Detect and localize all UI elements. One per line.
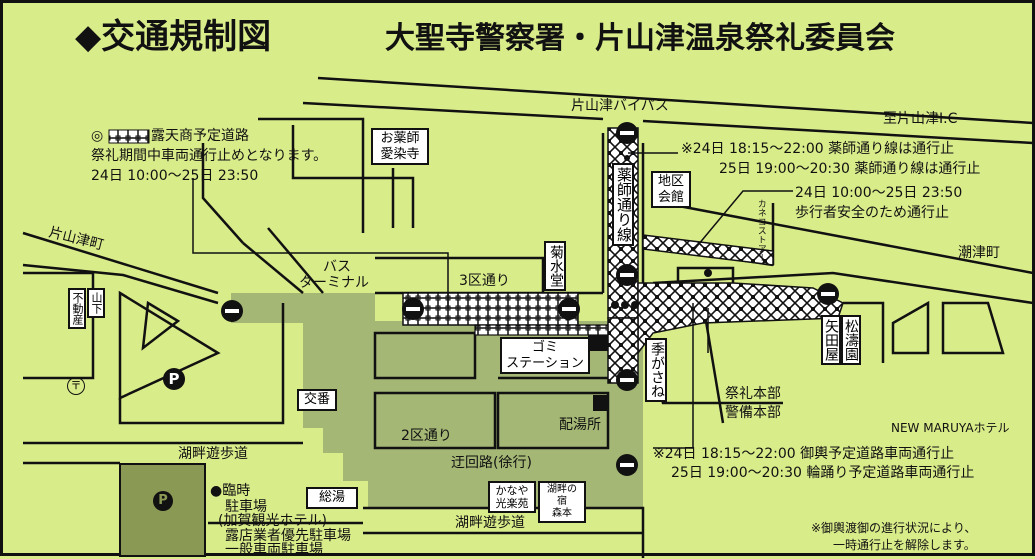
temp-parking-label-5: 一般車両駐車場 bbox=[225, 542, 323, 558]
yakushi-note-line1: ※24日 18:15〜22:00 薬師通り線は通行止 bbox=[681, 141, 955, 157]
temp-parking-label-3: (加賀観光ホテル) bbox=[218, 513, 327, 529]
morimoto-box: 湖畔の宿 森本 bbox=[538, 481, 586, 523]
shotoen-box: 松濤園 bbox=[841, 315, 861, 365]
parade-note-line1: ※24日 18:15〜22:00 御輿予定道路車両通行止 bbox=[653, 446, 955, 462]
garbage-station-line2: ステーション bbox=[506, 355, 584, 371]
lower-connector-strip bbox=[474, 324, 609, 336]
leader-lines bbox=[192, 152, 793, 449]
pedestrian-note-line1: 24日 10:00〜25日 23:50 bbox=[795, 185, 963, 201]
kanaya-box: かなや 光楽苑 bbox=[488, 481, 536, 514]
garbage-station-mark bbox=[588, 335, 608, 351]
post-office-icon: 〒 bbox=[67, 377, 85, 395]
fudosan-box: 不動産 bbox=[68, 288, 86, 329]
parking-icon-lot: P bbox=[153, 491, 173, 511]
yamashita-box: 山下 bbox=[87, 288, 105, 318]
lift-note-line2: 一時通行止を解除します。 bbox=[833, 538, 976, 552]
detour-label: 迂回路(徐行) bbox=[451, 455, 532, 471]
no-entry-signs bbox=[221, 122, 839, 476]
organizer-title: 大聖寺警察署・片山津温泉祭礼委員会 bbox=[385, 21, 895, 56]
parking-icon: P bbox=[163, 368, 185, 390]
district3-label: 3区通り bbox=[459, 273, 510, 289]
yatadaya-box: 矢田屋 bbox=[821, 315, 841, 365]
shiozu-town-label: 潮津町 bbox=[958, 245, 1000, 261]
bypass-label: 片山津バイパス bbox=[571, 98, 669, 114]
garbage-station-box: ゴミ ステーション bbox=[500, 337, 590, 375]
koban-box: 交番 bbox=[297, 389, 337, 411]
temp-parking-label-4: 露店業者優先駐車場 bbox=[225, 528, 351, 544]
yakushi-temple-line2: 愛染寺 bbox=[380, 146, 420, 162]
kikusuido-box: 菊水堂 bbox=[544, 241, 566, 291]
stall-note-label: 露天商予定道路 bbox=[151, 128, 249, 144]
stall-note-line2: 祭礼期間中車両通行止めとなります。 bbox=[91, 148, 328, 164]
yakushi-note-line2: 25日 19:00〜20:30 薬師通り線は通行止 bbox=[719, 161, 981, 177]
yakushi-temple-box: お薬師 愛染寺 bbox=[371, 128, 429, 166]
map-title: ◆交通規制図 bbox=[75, 17, 272, 57]
temp-parking-label-1: ●臨時 bbox=[210, 483, 251, 499]
yakushi-road-label: 薬師通り線 bbox=[612, 163, 634, 246]
lakeside-walk-label-2: 湖畔遊歩道 bbox=[455, 515, 525, 531]
new-maruya-label: NEW MARUYAホテル bbox=[891, 421, 1010, 435]
kanaya-line1: かなや bbox=[495, 484, 529, 497]
kisegane-box: 季がさね bbox=[645, 338, 667, 402]
yuhaisho-label: 配湯所 bbox=[559, 417, 601, 433]
pedestrian-strip bbox=[642, 234, 774, 266]
community-hall-line2: 会館 bbox=[657, 189, 684, 205]
morimoto-line1: 湖畔の宿 bbox=[547, 484, 577, 507]
stall-note-line3: 24日 10:00〜25日 23:50 bbox=[91, 168, 259, 184]
legend-stall-swatch bbox=[108, 129, 150, 144]
lakeside-walk-label-1: 湖畔遊歩道 bbox=[178, 446, 248, 462]
soyu-box: 総湯 bbox=[306, 487, 358, 509]
kaneko-store-label: カネコストアー bbox=[755, 199, 766, 262]
to-ic-label: 至片山津I.C bbox=[883, 111, 958, 127]
morimoto-line2: 森本 bbox=[552, 508, 572, 519]
lift-note-line1: ※御輿渡御の進行状況により、 bbox=[811, 521, 977, 535]
traffic-light-icon bbox=[611, 301, 639, 309]
pedestrian-note-line2: 歩行者安全のため通行止 bbox=[795, 205, 949, 221]
community-hall-box: 地区 会館 bbox=[651, 171, 691, 209]
community-hall-line1: 地区 bbox=[657, 174, 684, 189]
detour-left-strip bbox=[231, 293, 373, 323]
right-festival-area bbox=[637, 282, 844, 356]
garbage-station-line1: ゴミ bbox=[531, 340, 558, 355]
district2-label: 2区通り bbox=[401, 428, 452, 444]
temp-parking-label-2: 駐車場 bbox=[225, 499, 267, 515]
district3-stall-strip bbox=[402, 292, 579, 326]
yuhaisho-mark bbox=[593, 395, 609, 411]
bus-terminal-label-2: ターミナル bbox=[299, 275, 369, 291]
hq-label-2: 警備本部 bbox=[725, 405, 781, 421]
parade-note-line2: 25日 19:00〜20:30 輪踊り予定道路車両通行止 bbox=[671, 465, 975, 481]
yakushi-temple-line1: お薬師 bbox=[380, 131, 420, 146]
stall-note-mark: ◎ bbox=[91, 128, 104, 144]
hq-label-1: 祭礼本部 bbox=[725, 386, 781, 402]
bus-terminal-label-1: バス bbox=[323, 259, 351, 275]
kanaya-line2: 光楽苑 bbox=[495, 497, 529, 511]
